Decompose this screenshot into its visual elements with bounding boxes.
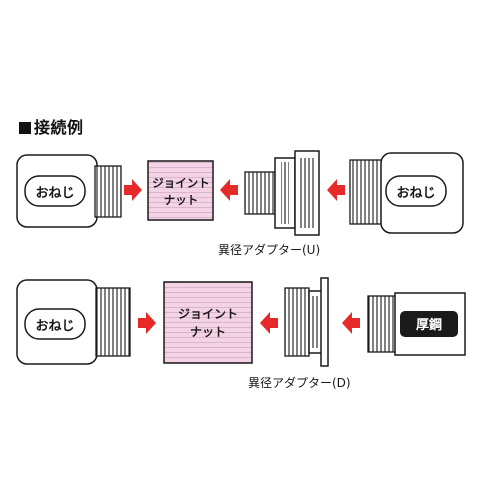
row2: おねじ ジョイント ナット 厚鋼 異径アダプター(D) (16, 277, 466, 390)
row2-adapter-caption: 異径アダプター(D) (248, 375, 351, 390)
row2-joint-label-line1: ジョイント (178, 307, 238, 321)
row1-adapter-caption: 異径アダプター(U) (218, 242, 320, 257)
row1-adapter-u (244, 150, 320, 236)
row1-joint-label-line1: ジョイント (152, 176, 210, 190)
row1: おねじ ジョイント ナット (16, 150, 464, 257)
row1-joint-nut: ジョイント ナット (147, 160, 214, 221)
row1-left-fitting: おねじ (16, 154, 122, 228)
row1-right-fitting: おねじ (349, 152, 464, 234)
heading-text: 接続例 (34, 118, 84, 137)
row1-arrow-2-icon (220, 179, 238, 201)
row2-right-label-box (400, 311, 458, 337)
row2-left-label: おねじ (35, 319, 74, 334)
row1-left-label: おねじ (35, 186, 74, 201)
row2-adapter-d (284, 277, 329, 367)
square-bullet-icon (19, 122, 31, 134)
row1-right-label: おねじ (396, 186, 435, 201)
row2-arrow-3-icon (342, 312, 360, 334)
row1-arrow-3-icon (327, 179, 345, 201)
row2-arrow-1-icon (138, 312, 156, 334)
section-heading: 接続例 (19, 114, 84, 138)
row2-right-pipe: 厚鋼 (367, 292, 466, 356)
row2-right-label: 厚鋼 (416, 317, 442, 333)
row2-left-fitting: おねじ (16, 279, 131, 365)
row1-right-label-pill (385, 175, 447, 207)
row1-joint-label-line2: ナット (164, 193, 199, 207)
row1-arrow-1-icon (124, 179, 142, 201)
row1-left-label-pill (24, 175, 86, 207)
row2-left-label-pill (24, 308, 86, 340)
row2-arrow-2-icon (260, 312, 278, 334)
row2-joint-nut: ジョイント ナット (163, 281, 253, 364)
row2-joint-label-line2: ナット (190, 325, 226, 339)
